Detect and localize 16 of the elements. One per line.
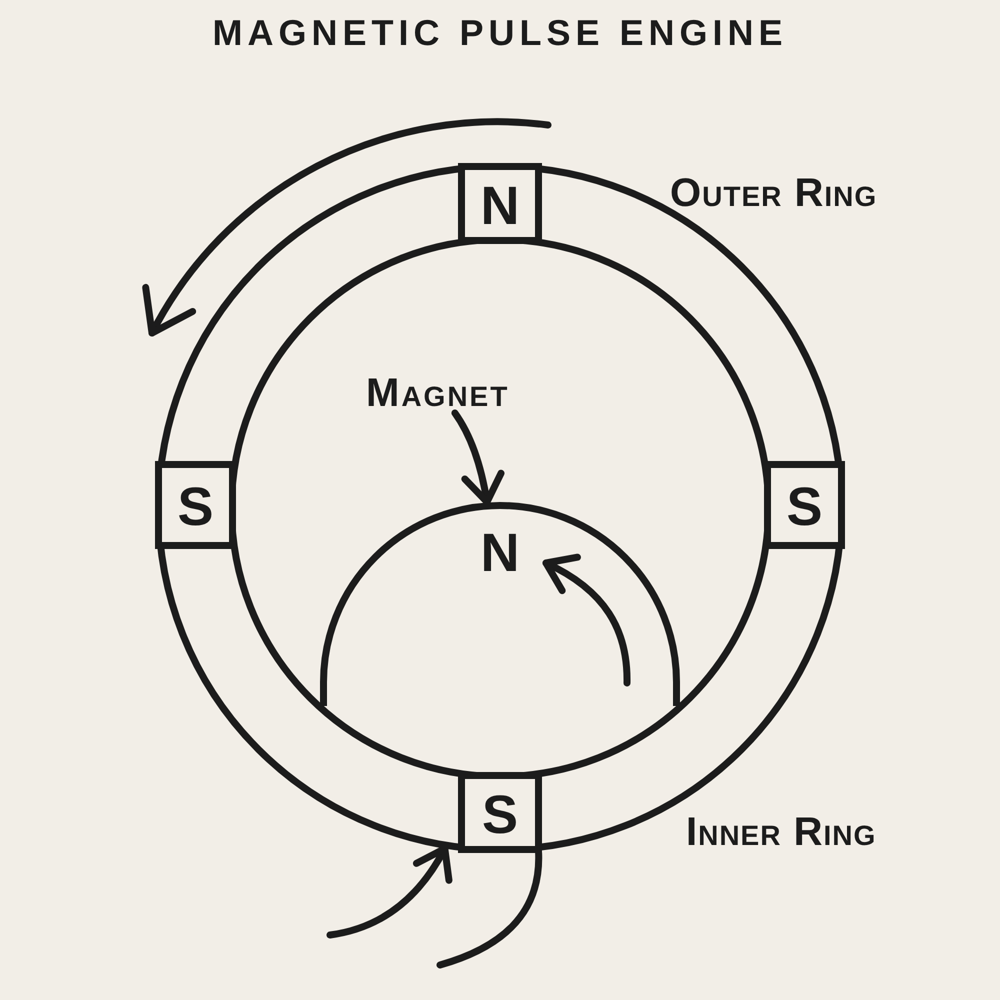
arrow	[451, 410, 504, 506]
pole-letter: N	[480, 526, 520, 580]
ring-label: Outer Ring	[670, 173, 878, 213]
magnet-block	[458, 772, 542, 853]
pole-letter: N	[480, 178, 520, 232]
callout-label: Magnet	[366, 373, 510, 413]
magnet-block	[764, 461, 845, 549]
diagram-title: MAGNETIC PULSE ENGINE	[212, 15, 788, 51]
magnet-block	[458, 163, 542, 244]
magnet-dome	[320, 502, 680, 706]
pole-letter: S	[786, 480, 823, 534]
pole-letter: S	[482, 788, 518, 842]
magnet-block	[155, 461, 236, 549]
pole-letter: S	[177, 480, 214, 534]
ring-label: Inner Ring	[686, 812, 876, 852]
arrow	[326, 845, 452, 938]
